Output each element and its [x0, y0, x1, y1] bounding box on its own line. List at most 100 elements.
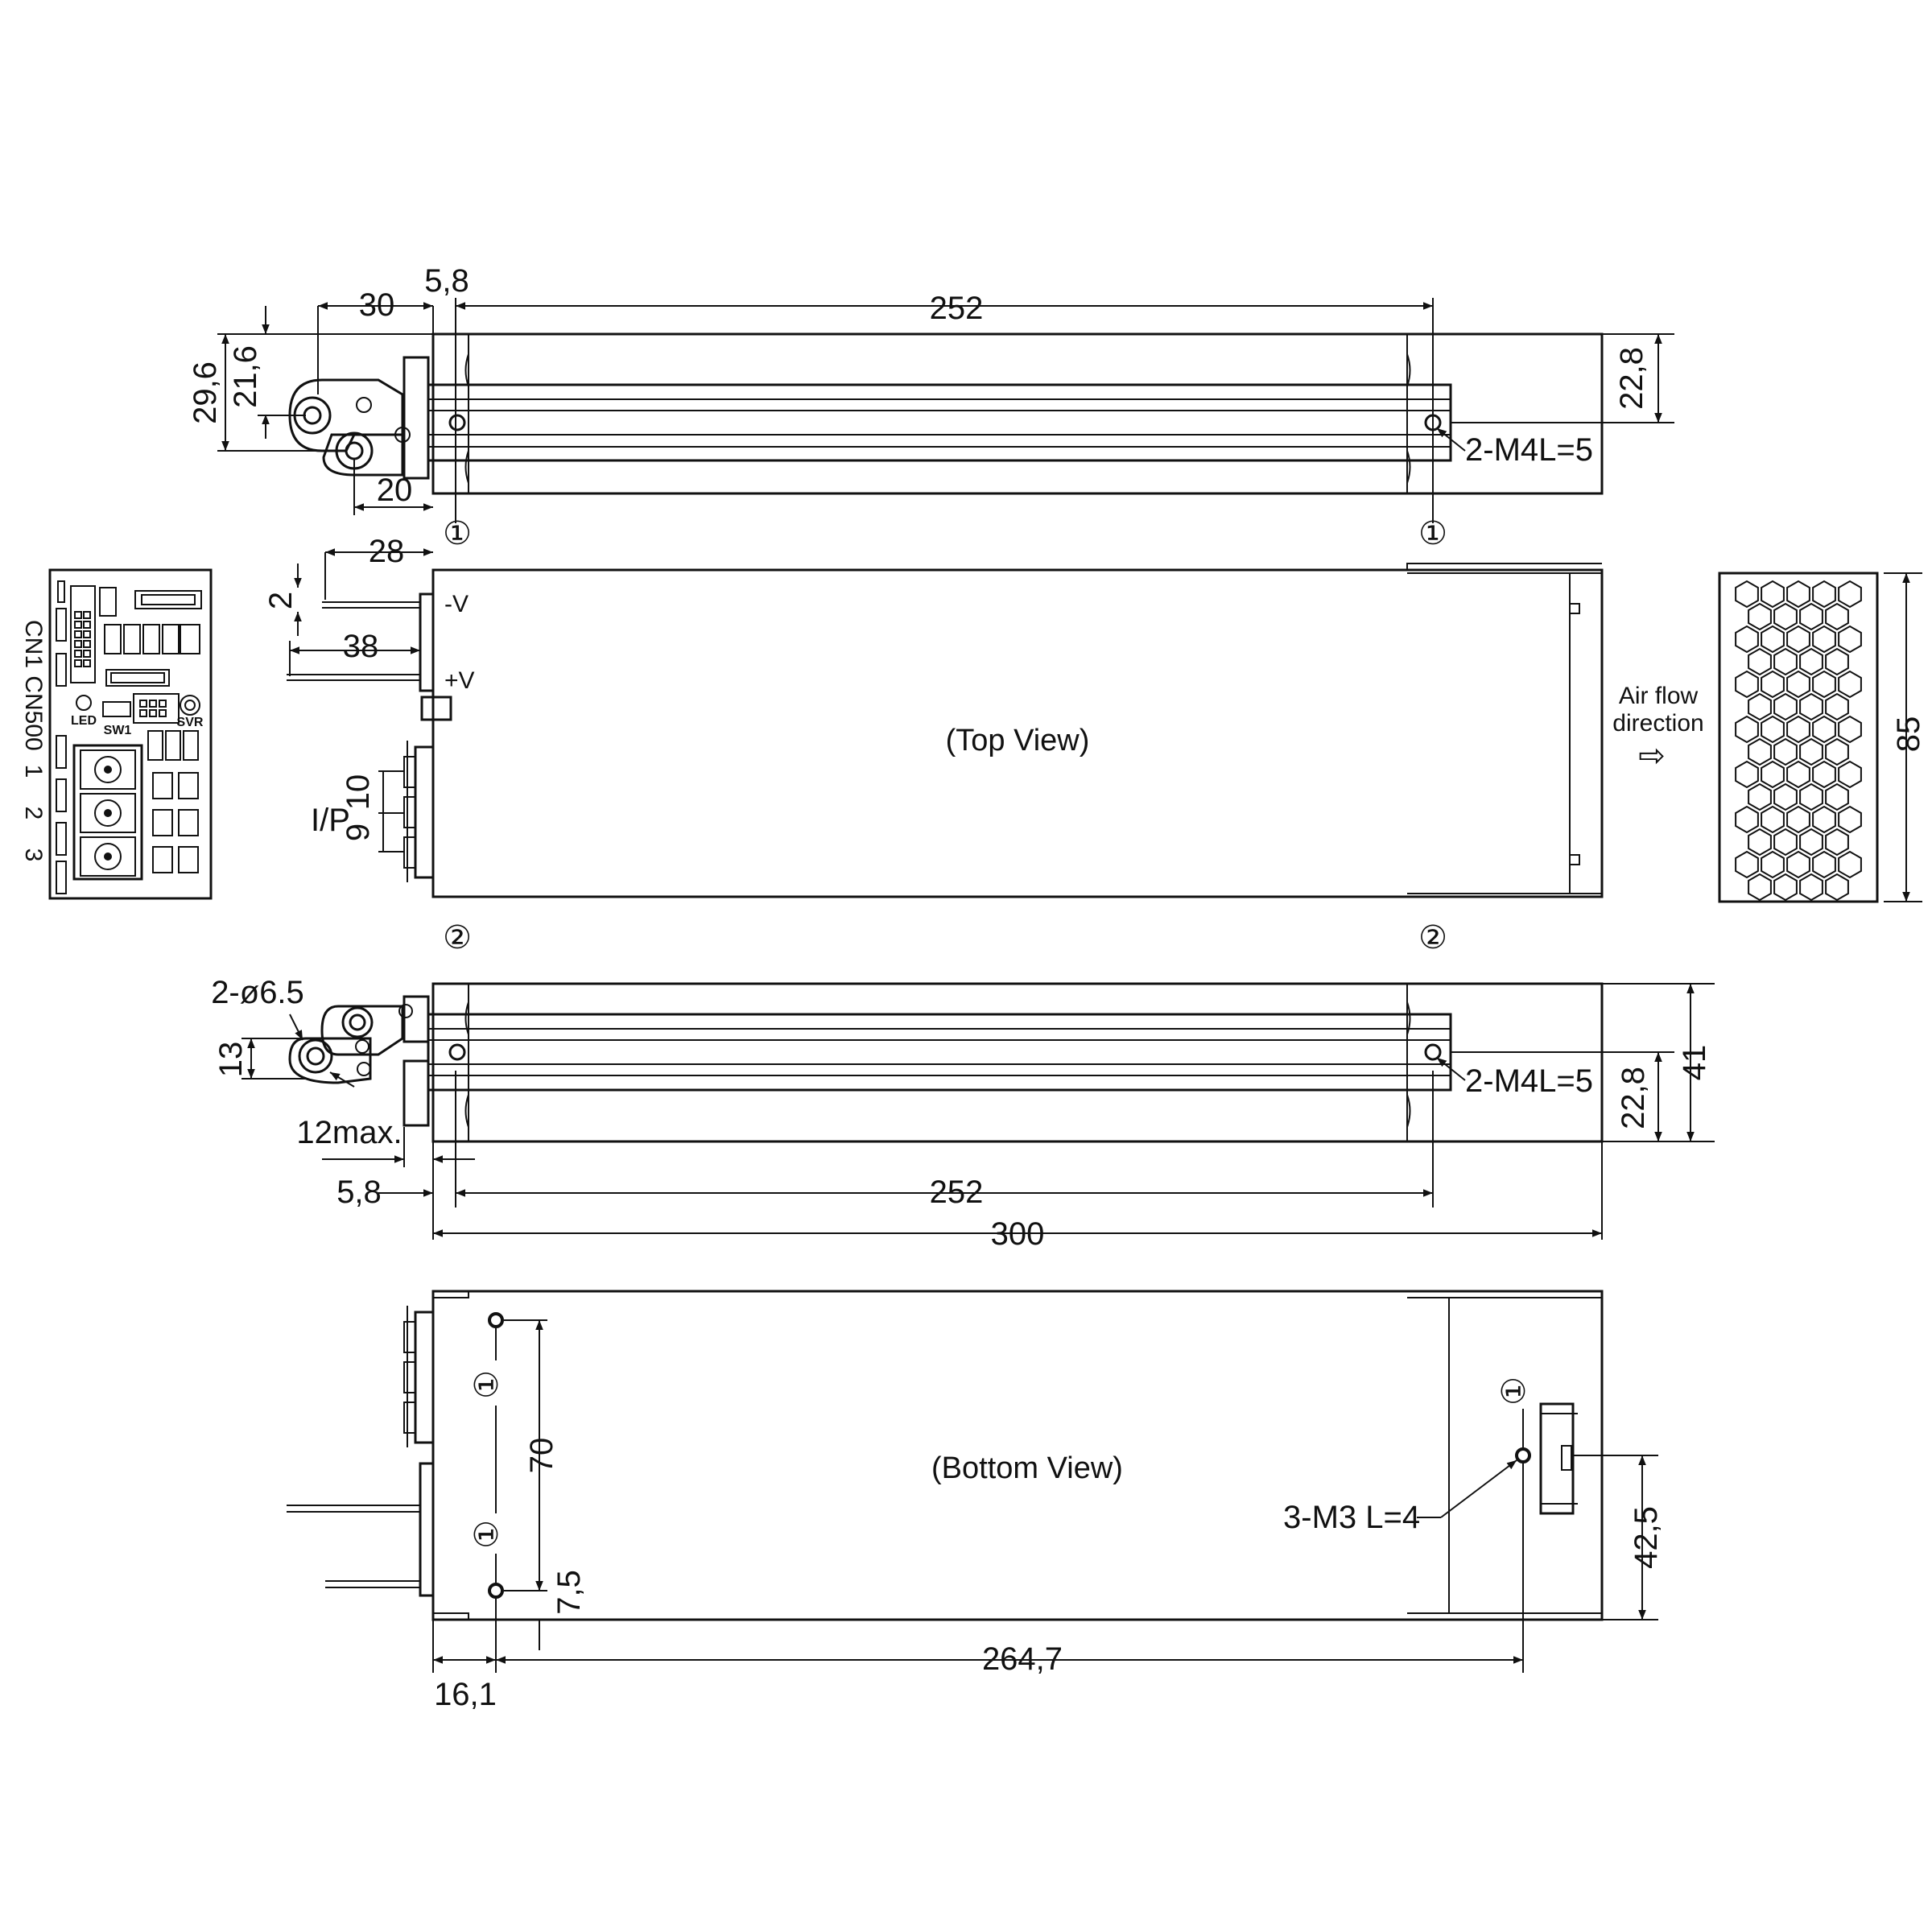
- dim-13: 13: [213, 1042, 249, 1078]
- hex-cell: [1773, 647, 1798, 676]
- airflow-arrow-icon: ⇨: [1638, 738, 1666, 774]
- airflow-line-2: direction: [1612, 710, 1703, 737]
- hex-cell: [1786, 715, 1810, 744]
- marker-1-bottom-c: ①: [1496, 1377, 1532, 1406]
- label-neg-v: -V: [444, 591, 469, 617]
- hex-cell: [1825, 737, 1849, 766]
- hex-cell: [1799, 602, 1823, 631]
- dim-252: 252: [930, 291, 984, 326]
- hex-cell: [1773, 737, 1798, 766]
- dim-41: 41: [1677, 1045, 1712, 1081]
- screw-note-m3: 3-M3 L=4: [1283, 1500, 1420, 1535]
- hex-cell: [1735, 805, 1759, 834]
- dim-9: 9: [341, 824, 376, 841]
- hex-cell: [1748, 873, 1772, 902]
- dim-5-8-bottom: 5,8: [336, 1174, 382, 1210]
- hex-cell: [1761, 715, 1785, 744]
- dim-29-6: 29,6: [188, 361, 223, 424]
- dim-5-8: 5,8: [424, 263, 469, 299]
- dim-85: 85: [1891, 716, 1926, 753]
- hex-cell: [1838, 625, 1862, 654]
- screw-note-m4-bottom: 2-M4L=5: [1465, 1063, 1593, 1099]
- dim-28: 28: [369, 534, 405, 569]
- label-cn500: CN500: [20, 675, 47, 750]
- hex-cell: [1735, 580, 1759, 609]
- marker-1-left: ①: [443, 516, 472, 551]
- hex-cell: [1812, 850, 1836, 879]
- hex-cell: [1773, 782, 1798, 811]
- hole-note: 2-ø6.5: [211, 975, 304, 1010]
- top-view-title: (Top View): [946, 724, 1090, 758]
- hex-cell: [1761, 580, 1785, 609]
- side-view-top: 30 5,8 252 29,6 21,6 20 22,8 2-M4L=5 ① ①: [188, 263, 1674, 551]
- hex-cell: [1799, 828, 1823, 857]
- fan-grille: 85: [1718, 572, 1926, 903]
- hex-cell: [1825, 782, 1849, 811]
- marker-1-right: ①: [1418, 516, 1447, 551]
- hex-cell: [1838, 580, 1862, 609]
- hex-cell: [1786, 625, 1810, 654]
- label-pin-1: 1: [20, 765, 47, 778]
- marker-2-left: ②: [443, 920, 472, 956]
- hex-cell: [1838, 805, 1862, 834]
- hex-cell: [1786, 670, 1810, 699]
- side-view-bottom: ② ② 2-ø6.5 13 12max. 5,8 252 300 41 22,8…: [211, 920, 1715, 1252]
- hex-cell: [1748, 647, 1772, 676]
- hex-cell: [1799, 782, 1823, 811]
- dim-22-8-bottom: 22,8: [1616, 1067, 1651, 1129]
- dim-252-bottom: 252: [930, 1174, 984, 1210]
- label-svr: SVR: [177, 716, 204, 729]
- hex-cell: [1838, 850, 1862, 879]
- hex-cell: [1748, 692, 1772, 721]
- hex-cell: [1825, 602, 1849, 631]
- hex-cell: [1799, 647, 1823, 676]
- dim-38: 38: [343, 629, 379, 664]
- hex-cell: [1812, 625, 1836, 654]
- dim-12max: 12max.: [296, 1115, 402, 1150]
- marker-1-bottom-a: ①: [469, 1370, 505, 1399]
- dim-16-1: 16,1: [434, 1677, 497, 1712]
- dim-7-5: 7,5: [551, 1570, 587, 1615]
- hex-cell: [1748, 782, 1772, 811]
- hex-cell: [1812, 580, 1836, 609]
- hex-cell: [1838, 760, 1862, 789]
- top-view: 28 2 38 -V +V 10 9 I/P (Top View) Air fl…: [263, 534, 1704, 898]
- dim-2: 2: [263, 592, 299, 609]
- bottom-view-title: (Bottom View): [931, 1451, 1123, 1485]
- dim-20: 20: [377, 473, 413, 508]
- hex-grille-pattern: [1735, 580, 1862, 902]
- hex-cell: [1799, 692, 1823, 721]
- hex-cell: [1786, 760, 1810, 789]
- hex-cell: [1761, 850, 1785, 879]
- hex-cell: [1735, 715, 1759, 744]
- label-pin-3: 3: [20, 848, 47, 862]
- dim-10: 10: [341, 774, 376, 811]
- hex-cell: [1735, 850, 1759, 879]
- hex-cell: [1825, 828, 1849, 857]
- dim-300: 300: [991, 1216, 1045, 1252]
- hex-cell: [1825, 692, 1849, 721]
- label-led: LED: [71, 714, 97, 728]
- hex-cell: [1825, 647, 1849, 676]
- marker-2-right: ②: [1418, 920, 1447, 956]
- bottom-view: 70 7,5 16,1 264,7 42,5 3-M3 L=4 (Bottom …: [287, 1290, 1664, 1712]
- dim-42-5: 42,5: [1629, 1506, 1664, 1569]
- label-pin-2: 2: [20, 807, 47, 820]
- hex-cell: [1812, 670, 1836, 699]
- hex-cell: [1812, 805, 1836, 834]
- dim-21-6: 21,6: [228, 345, 263, 408]
- hex-cell: [1786, 850, 1810, 879]
- hex-cell: [1773, 828, 1798, 857]
- dim-22-8: 22,8: [1614, 347, 1649, 410]
- label-cn1: CN1: [20, 620, 47, 668]
- hex-cell: [1761, 760, 1785, 789]
- hex-cell: [1735, 760, 1759, 789]
- hex-cell: [1773, 692, 1798, 721]
- hex-cell: [1761, 670, 1785, 699]
- dim-70: 70: [524, 1438, 559, 1474]
- pcb-panel: CN1 CN500 1 2 3 LED SW1 SVR: [20, 568, 213, 900]
- hex-cell: [1773, 873, 1798, 902]
- label-ip: I/P: [311, 803, 350, 838]
- hex-cell: [1735, 670, 1759, 699]
